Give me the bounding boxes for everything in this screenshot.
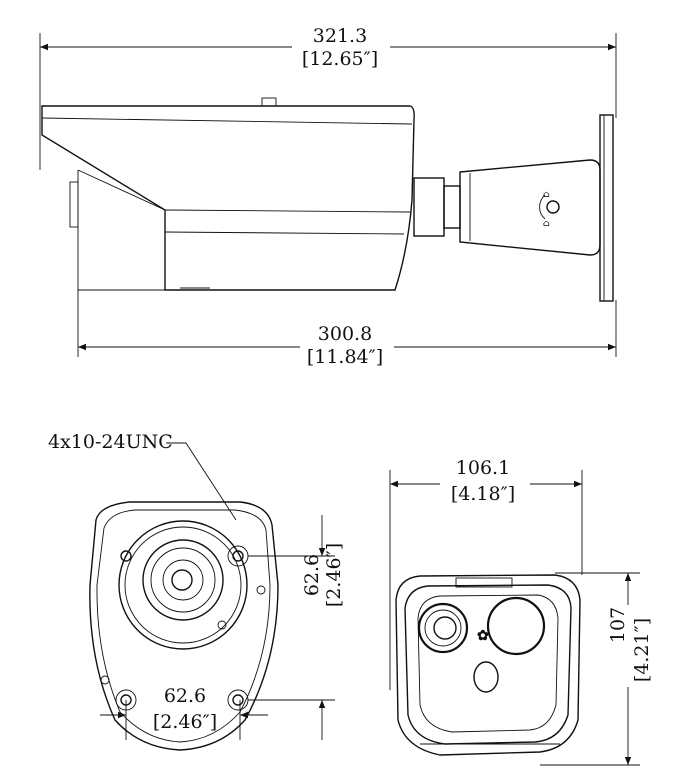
camera-body xyxy=(77,170,165,291)
mount-plate xyxy=(89,501,279,751)
svg-text:⌂: ⌂ xyxy=(543,219,550,229)
lock-icon: ⌂ xyxy=(543,190,550,200)
side-view: 321.3 [12.65″] ⌂ ⌂ 300.8 [11.84″] xyxy=(39,24,617,368)
wall-mount: ⌂ ⌂ xyxy=(413,114,614,302)
front-view: 106.1 [4.18″] ✿ 107 [4.21″] xyxy=(389,457,654,766)
width-in: [4.18″] xyxy=(451,483,515,505)
height-in: [4.21″] xyxy=(631,618,653,682)
thermal-lens xyxy=(486,596,546,656)
hole-spacing-v-in: [2.46″] xyxy=(323,543,345,607)
hole-spacing-h-in: [2.46″] xyxy=(153,711,217,733)
rotation-screw-icon xyxy=(546,200,560,214)
hole-spacing-v-mm: 62.6 xyxy=(301,554,323,596)
body-length-in: [11.84″] xyxy=(307,346,383,368)
height-mm: 107 xyxy=(607,607,629,643)
sunshield-edge xyxy=(455,577,513,588)
width-mm: 106.1 xyxy=(456,457,510,479)
visible-lens xyxy=(417,602,469,654)
front-housing xyxy=(395,574,581,756)
thread-label: 4x10-24UNC xyxy=(48,431,173,453)
logo-icon: ✿ xyxy=(477,628,489,644)
body-length-mm: 300.8 xyxy=(318,323,372,345)
overall-length-in: [12.65″] xyxy=(302,48,378,70)
overall-length-mm: 321.3 xyxy=(313,25,367,47)
leader-line xyxy=(166,442,237,521)
ir-sensor xyxy=(473,661,499,693)
hole-spacing-h-mm: 62.6 xyxy=(164,685,206,707)
sunshield-screw xyxy=(261,97,277,107)
rear-view: 4x10-24UNC 62.6 [2.46″] xyxy=(48,431,345,751)
camera-housing xyxy=(41,105,415,291)
